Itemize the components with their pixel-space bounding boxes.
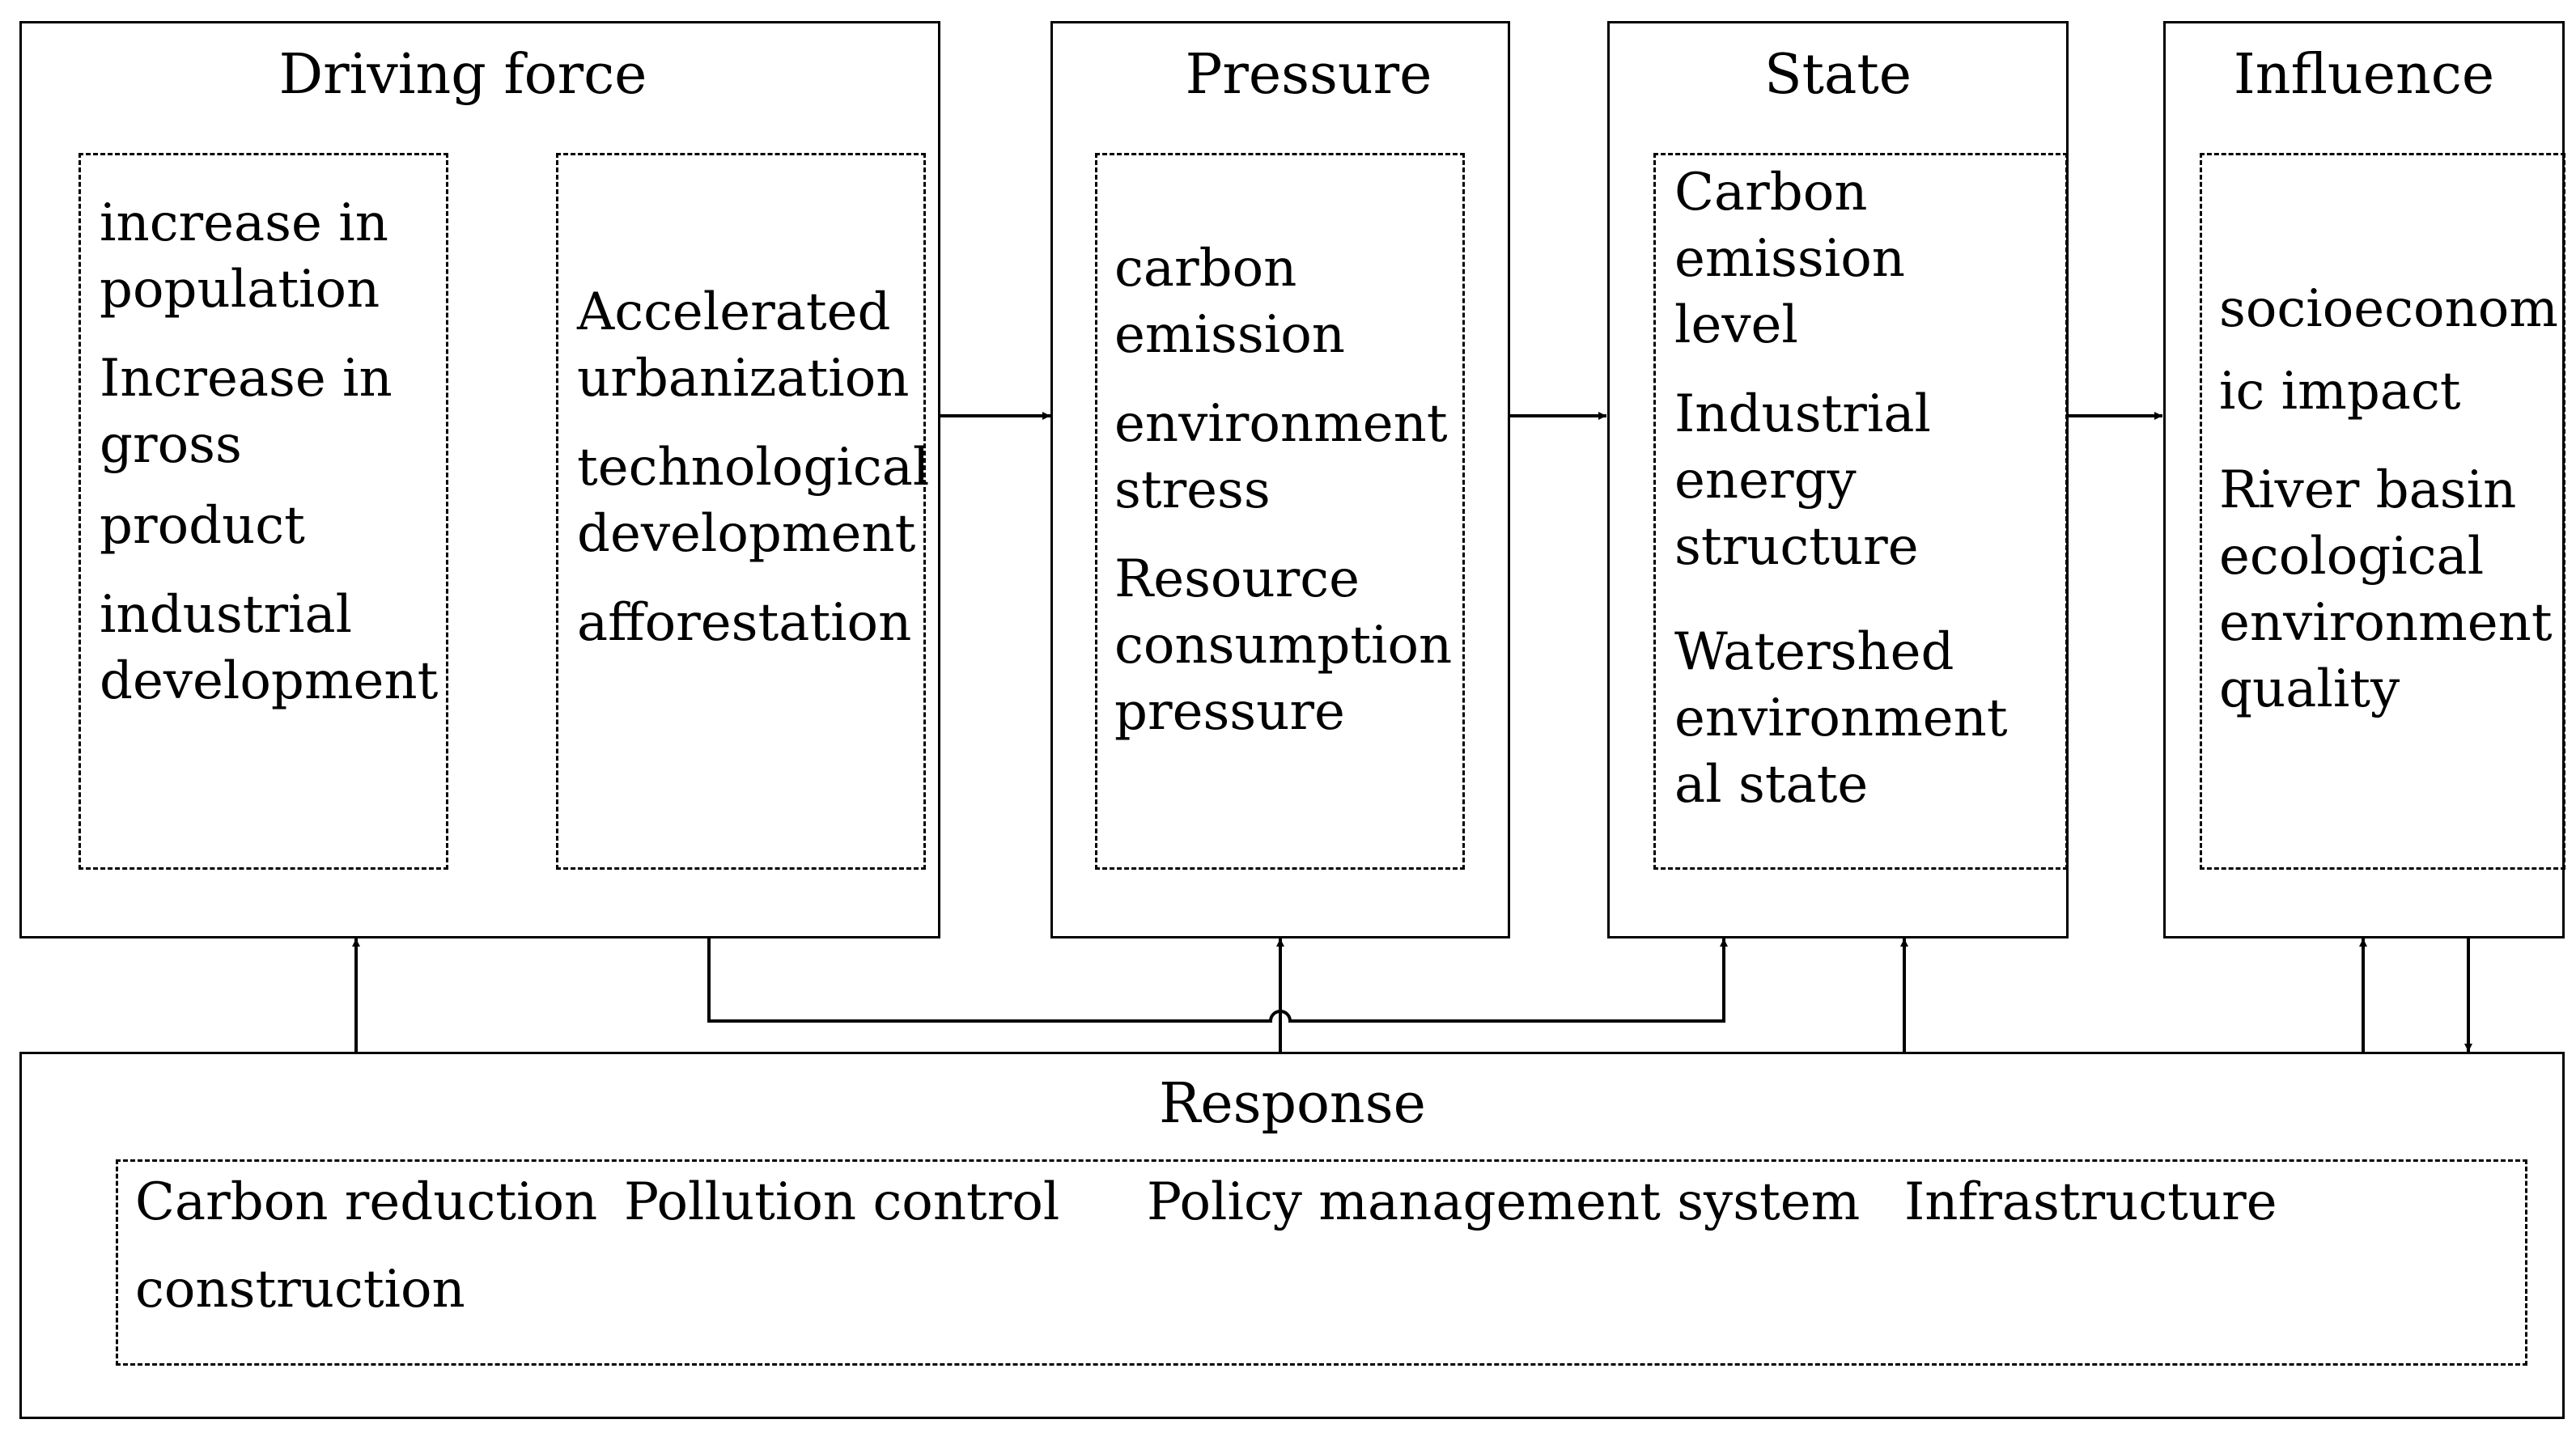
pressure-item: consumption	[1114, 616, 1453, 676]
driving-left-item: product	[100, 496, 305, 556]
response-box: Response Carbon reduction Pollution cont…	[19, 1052, 2565, 1419]
driving-right-dashed-box	[556, 153, 926, 870]
response-row-2: construction	[135, 1256, 465, 1323]
response-dashed-box	[116, 1159, 2527, 1366]
pressure-title: Pressure	[1185, 43, 1432, 107]
driving-left-item: population	[100, 260, 380, 320]
influence-item: ic impact	[2219, 362, 2461, 422]
response-item: Pollution control	[624, 1172, 1060, 1232]
influence-item: socioeconom	[2219, 279, 2558, 339]
state-item: al state	[1674, 755, 1869, 815]
response-row-1c: Policy management system	[1147, 1169, 1860, 1235]
response-item: construction	[135, 1260, 465, 1320]
driving-left-item: industrial	[100, 585, 353, 645]
influence-item: quality	[2219, 659, 2400, 719]
influence-items: socioeconom ic impact River basin ecolog…	[2219, 276, 2558, 722]
state-item: environment	[1674, 688, 2008, 748]
state-item: emission	[1674, 229, 1905, 289]
influence-box: Influence socioeconom ic impact River ba…	[2163, 21, 2565, 938]
pressure-items: carbon emission environment stress Resou…	[1114, 235, 1452, 745]
driving-left-item: Increase in	[100, 349, 393, 409]
state-item: level	[1674, 295, 1798, 355]
driving-left-dashed-box	[79, 153, 448, 870]
driving-right-item: afforestation	[577, 593, 912, 653]
pressure-item: stress	[1114, 460, 1271, 520]
state-title: State	[1763, 43, 1912, 107]
driving-right-item: development	[577, 504, 916, 564]
state-item: Watershed	[1674, 622, 1954, 682]
pressure-item: Resource	[1114, 549, 1360, 609]
state-items: Carbon emission level Industrial energy …	[1674, 159, 2008, 818]
state-item: structure	[1674, 517, 1919, 577]
influence-dashed-box	[2200, 153, 2565, 870]
influence-title: Influence	[2233, 43, 2495, 107]
driving-right-item: urbanization	[577, 349, 910, 409]
driving-right-item: Accelerated	[577, 282, 891, 342]
influence-item: environment	[2219, 593, 2553, 653]
arrow-driving-to-state	[707, 937, 1728, 1023]
influence-item: ecological	[2219, 527, 2485, 587]
response-item: Carbon reduction	[135, 1172, 598, 1232]
driving-left-item: gross	[100, 415, 242, 475]
state-item: Carbon	[1674, 163, 1868, 222]
state-box: State Carbon emission level Industrial e…	[1607, 21, 2069, 938]
pressure-item: pressure	[1114, 682, 1345, 742]
driving-force-title: Driving force	[278, 43, 647, 107]
pressure-box: Pressure carbon emission environment str…	[1050, 21, 1510, 938]
pressure-item: carbon	[1114, 239, 1297, 299]
pressure-item: emission	[1114, 305, 1345, 365]
response-title: Response	[1159, 1072, 1426, 1136]
pressure-dashed-box	[1095, 153, 1465, 870]
influence-item: River basin	[2219, 460, 2517, 520]
driving-force-box: Driving force increase in population Inc…	[19, 21, 940, 938]
driving-left-item: increase in	[100, 193, 388, 253]
pressure-item: environment	[1114, 394, 1448, 454]
driving-left-item: development	[100, 651, 439, 711]
state-dashed-box	[1653, 153, 2068, 870]
driving-left-items: increase in population Increase in gross…	[100, 190, 438, 714]
response-row-1: Carbon reduction	[135, 1169, 597, 1235]
driving-right-items: Accelerated urbanization technological d…	[577, 279, 929, 656]
response-item: Infrastructure	[1904, 1172, 2277, 1232]
response-row-1b: Pollution control	[624, 1169, 1059, 1235]
driving-right-item: technological	[577, 438, 930, 498]
response-row-1d: Infrastructure	[1904, 1169, 2277, 1235]
state-item: Industrial	[1674, 384, 1931, 444]
state-item: energy	[1674, 451, 1857, 511]
response-item: Policy management system	[1147, 1172, 1861, 1232]
